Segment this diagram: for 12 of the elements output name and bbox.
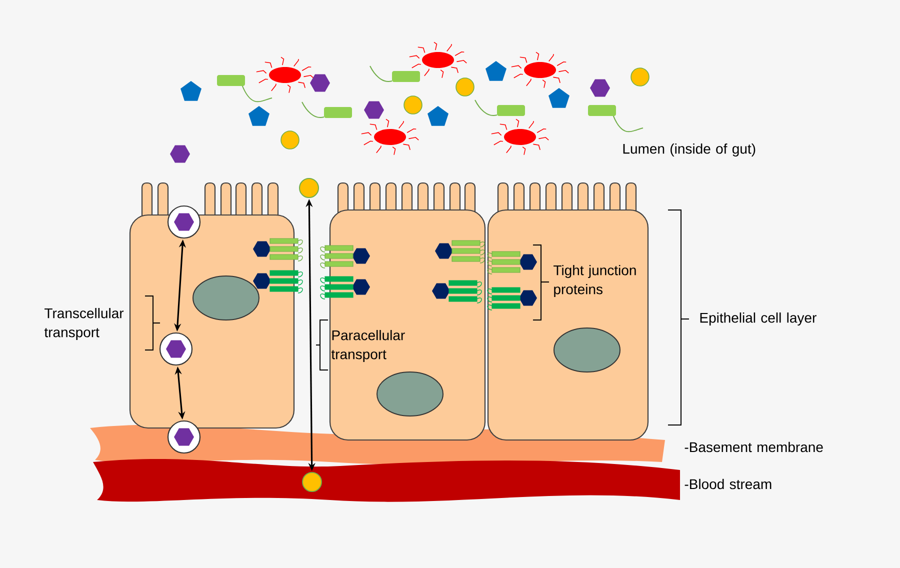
nutrient-particle xyxy=(302,472,322,492)
label-text: Epithelial cell layer xyxy=(700,312,816,326)
label-text: -Basement membrane xyxy=(684,442,823,452)
label-text: Lumen (inside of gut) xyxy=(623,143,756,157)
vesicle xyxy=(159,332,193,366)
label-text: -Blood stream xyxy=(684,478,772,490)
label-text: Transcellular transport xyxy=(44,308,124,340)
label-text: Tight junction proteins xyxy=(554,264,636,298)
nutrient-particle xyxy=(299,178,319,198)
vesicle xyxy=(167,420,201,454)
vesicle xyxy=(167,205,201,239)
label-text: Paracellular transport xyxy=(331,330,405,362)
